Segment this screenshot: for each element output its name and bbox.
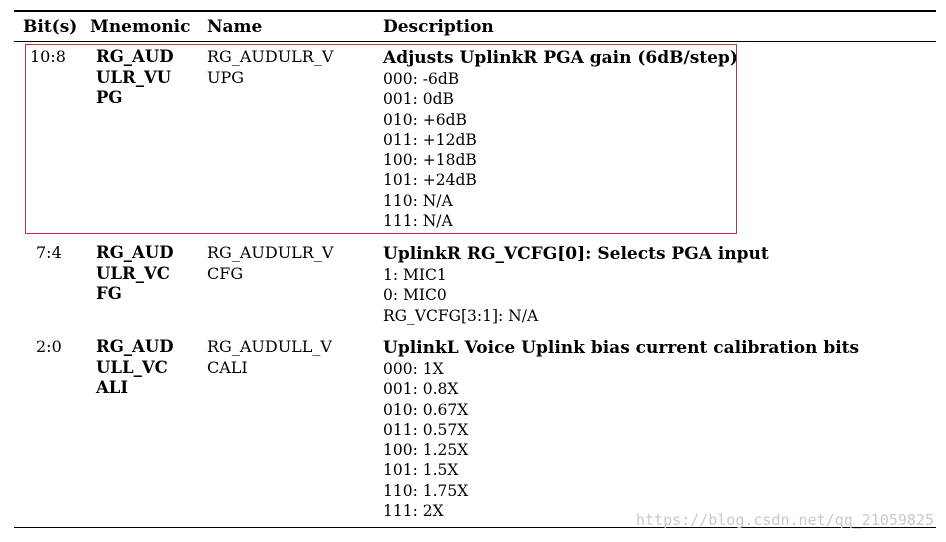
description-line: 001: 0dB [383,90,454,109]
name-cell: RG_AUDULL_V CALI [207,337,332,377]
description-line: 1: MIC1 [383,266,447,284]
description-line: 000: 1X [383,360,444,378]
header-description: Description [383,17,494,37]
description-line: 010: +6dB [383,110,467,129]
description-line: 001: 0.8X [383,380,459,399]
header-name: Name [207,17,263,37]
header-bits: Bit(s) [23,17,78,37]
table-bottom-rule [14,527,936,528]
name-cell: RG_AUDULR_V UPG [207,47,334,87]
bits-cell: 10:8 [30,47,66,66]
description-line: 110: N/A [383,191,453,210]
description-line: 101: +24dB [383,171,477,190]
description-cell: Adjusts UplinkR PGA gain (6dB/step) 000:… [383,47,923,231]
description-line: 011: +12dB [383,130,477,149]
description-line: 101: 1.5X [383,461,459,480]
bits-cell: 2:0 [36,337,62,356]
description-line: 000: -6dB [383,70,460,88]
description-line: 111: 2X [383,502,444,521]
description-line: 111: N/A [383,212,453,231]
description-title: UplinkR RG_VCFG[0]: Selects PGA input [383,244,769,264]
description-cell: UplinkL Voice Uplink bias current calibr… [383,337,923,521]
description-line: 0: MIC0 [383,286,447,305]
description-line: 110: 1.75X [383,481,469,500]
description-line: 010: 0.67X [383,400,469,419]
table-top-rule [14,10,936,12]
table-header-rule [14,41,936,42]
description-line: 100: +18dB [383,151,477,170]
description-line: 011: 0.57X [383,420,469,439]
mnemonic-cell: RG_AUD ULR_VC FG [96,243,174,303]
description-line: RG_VCFG[3:1]: N/A [383,306,539,325]
description-title: UplinkL Voice Uplink bias current calibr… [383,338,860,358]
watermark-url: https://blog.csdn.net/qq_21059825 [635,511,934,529]
description-cell: UplinkR RG_VCFG[0]: Selects PGA input 1:… [383,243,923,326]
bits-cell: 7:4 [36,243,62,262]
name-cell: RG_AUDULR_V CFG [207,243,334,283]
mnemonic-cell: RG_AUD ULR_VU PG [96,47,174,107]
description-line: 100: 1.25X [383,441,469,460]
mnemonic-cell: RG_AUD ULL_VC ALI [96,337,174,397]
header-mnemonic: Mnemonic [90,17,191,37]
description-title: Adjusts UplinkR PGA gain (6dB/step) [383,48,738,68]
highlight-box [25,44,737,234]
